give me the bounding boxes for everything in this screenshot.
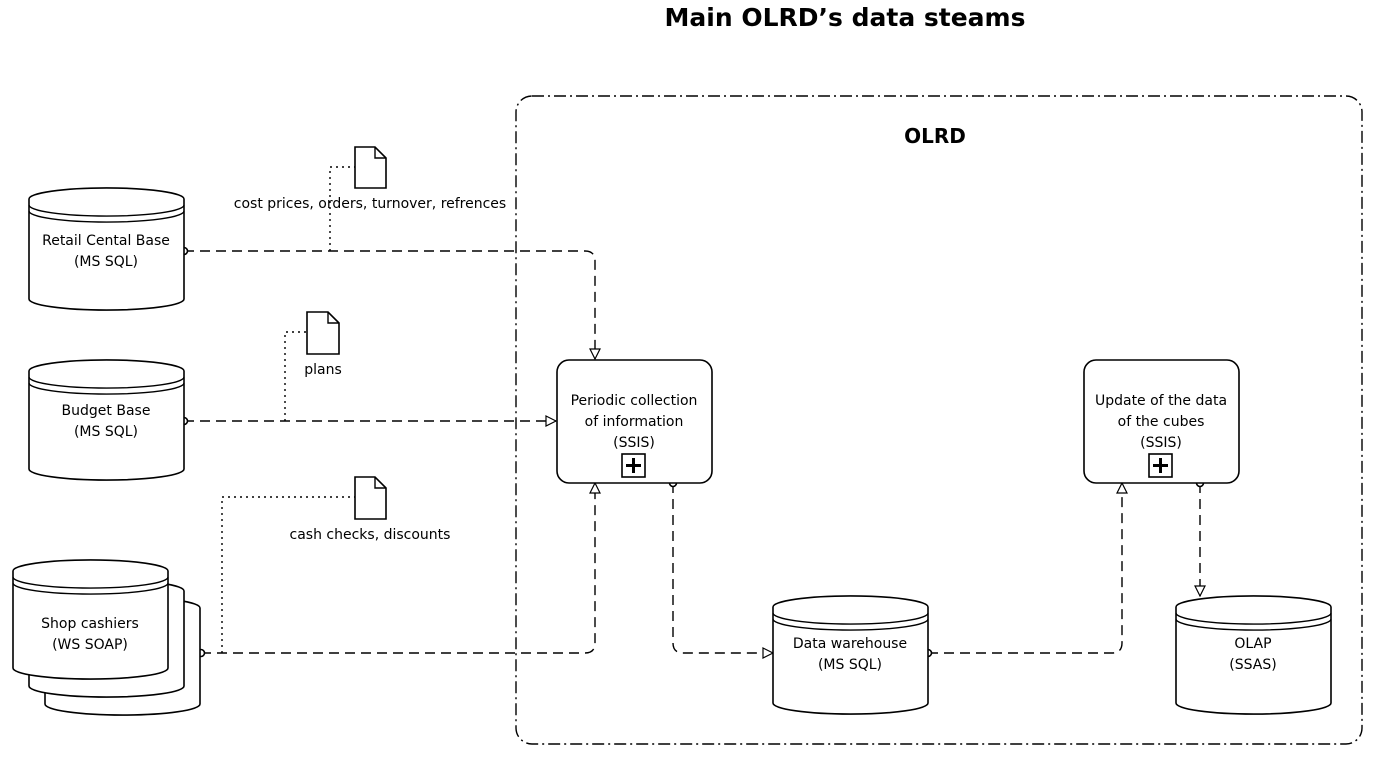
process-label-line1: Update of the data [1095, 393, 1227, 409]
database-label-line1: OLAP [1234, 636, 1271, 652]
process-periodic-collection: Periodic collection of information (SSIS… [556, 359, 713, 484]
plus-icon [621, 453, 646, 478]
olrd-group-boundary [515, 95, 1363, 745]
database-label-line2: (MS SQL) [74, 254, 138, 270]
flow-cashiers-to-collection [201, 483, 595, 654]
database-olap: OLAP (SSAS) [1175, 595, 1332, 715]
database-label-line2: (WS SOAP) [52, 637, 128, 653]
process-label-line2: of information [585, 414, 684, 430]
document-label-cashier: cash checks, discounts [290, 527, 451, 543]
association-cashier-doc [221, 496, 355, 653]
process-update-cubes: Update of the data of the cubes (SSIS) [1083, 359, 1240, 484]
document-icon [306, 311, 340, 355]
process-label-line2: of the cubes [1118, 414, 1205, 430]
database-label-line2: (MS SQL) [818, 657, 882, 673]
process-label-line1: Periodic collection [571, 393, 698, 409]
database-label-line2: (SSAS) [1229, 657, 1276, 673]
database-budget: Budget Base (MS SQL) [28, 359, 185, 481]
database-label-line2: (MS SQL) [74, 424, 138, 440]
association-budget-doc [284, 331, 307, 421]
flow-collection-to-warehouse [672, 483, 773, 653]
process-label-line3: (SSIS) [1140, 435, 1182, 451]
database-label-line1: Shop cashiers [41, 616, 139, 632]
plus-icon [1148, 453, 1173, 478]
flow-warehouse-to-update [928, 483, 1122, 654]
olrd-group-label: OLRD [904, 124, 966, 148]
association-retail-doc [329, 166, 355, 251]
database-label-line1: Budget Base [62, 403, 151, 419]
database-retail-central: Retail Cental Base (MS SQL) [28, 187, 185, 311]
database-data-warehouse: Data warehouse (MS SQL) [772, 595, 929, 715]
document-icon [354, 476, 387, 520]
diagram-title: Main OLRD’s data steams [665, 3, 1026, 32]
document-label-budget: plans [304, 362, 342, 378]
flow-retail-to-collection [184, 250, 595, 359]
database-shop-cashiers: Shop cashiers (WS SOAP) [12, 559, 201, 716]
database-label-line1: Data warehouse [793, 636, 907, 652]
document-icon [354, 146, 387, 189]
document-label-retail: cost prices, orders, turnover, refrences [234, 196, 506, 212]
database-label-line1: Retail Cental Base [42, 233, 170, 249]
process-label-line3: (SSIS) [613, 435, 655, 451]
